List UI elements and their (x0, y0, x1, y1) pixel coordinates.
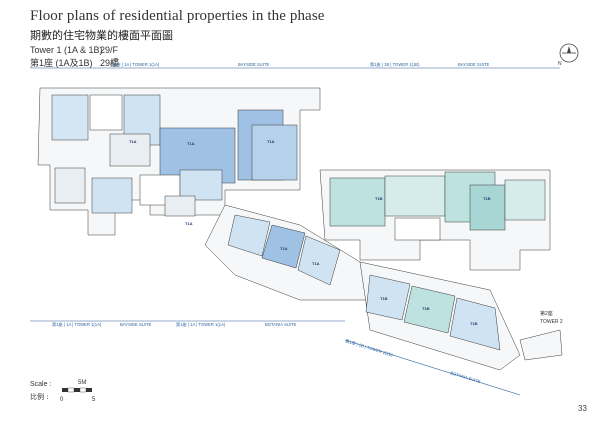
band-bottom-mid: 第1座 | 1A | TOWER 1(1A) (176, 321, 226, 328)
unit-label-t1b-c: T1B (380, 296, 388, 301)
tower-label: Tower 1 (1A & 1B) (30, 45, 103, 55)
floor-label: 29/F (100, 45, 119, 55)
scale-label: Scale : (30, 381, 52, 388)
band-top: 第1座 | 1A | TOWER 1(1A) BAYSIDE SUITE 第1座… (30, 61, 560, 69)
page-title-zh: 期數的住宅物業的樓面平面圖 (30, 29, 173, 42)
tower-1a-block (37, 87, 321, 236)
scale-zero: 0 (60, 397, 64, 403)
floor-label-zh: 29樓 (100, 58, 120, 68)
diagonal-wing (204, 204, 381, 301)
band-top-left-suite: BAYSIDE SUITE (238, 62, 270, 67)
unit-label-t1a-p3: T1A (267, 139, 275, 144)
page-number: 33 (578, 404, 587, 413)
unit-label-t1b-p2: T1B (483, 196, 491, 201)
unit-label-t1a-p2: T1A (187, 141, 195, 146)
unit-label-t1b-e: T1B (470, 321, 478, 326)
band-top-left: 第1座 | 1A | TOWER 1(1A) (110, 61, 160, 68)
unit-label-t1a-c: T1A (185, 221, 193, 226)
unit-label-t1a-p1: T1A (129, 139, 137, 144)
scale-bar: 5M 0 5 (60, 380, 96, 403)
tower-2-label: TOWER 2 (540, 319, 563, 325)
scale-unit: 5M (78, 380, 86, 386)
lower-wing (359, 261, 521, 371)
band-bottom-left-suite: BAYSIDE SUITE (120, 322, 152, 327)
tower-1b-block (319, 169, 551, 271)
tower-label-zh: 第1座 (1A及1B) (30, 58, 93, 68)
band-bottom-mid-suite: BOTANIA SUITE (265, 322, 297, 327)
band-bottom-right: 第1座 | 1B | TOWER 1(1B) (344, 337, 394, 358)
band-top-right: 第1座 | 1B | TOWER 1(1B) (370, 61, 420, 68)
band-top-right-suite: BAYSIDE SUITE (458, 62, 490, 67)
scale-label-zh: 比例 : (30, 393, 49, 401)
band-bottom-left: 第1座 | 1A | TOWER 1(1A) (52, 321, 102, 328)
unit-label-t1b-p1: T1B (375, 196, 383, 201)
unit-label-t1a-d: T1A (280, 246, 288, 251)
tower-2-label-zh: 第2座 (540, 310, 553, 317)
tower-2-marker: 第2座 TOWER 2 (519, 310, 563, 361)
page-title: Floor plans of residential properties in… (30, 8, 325, 24)
unit-label-t1a-e: T1A (312, 261, 320, 266)
north-label: N (558, 61, 562, 66)
unit-label-t1b-d: T1B (422, 306, 430, 311)
north-arrow-icon: N (558, 43, 579, 66)
band-bottom-right-suite: BOTANIA SUITE (450, 370, 482, 384)
scale-five: 5 (92, 397, 96, 403)
